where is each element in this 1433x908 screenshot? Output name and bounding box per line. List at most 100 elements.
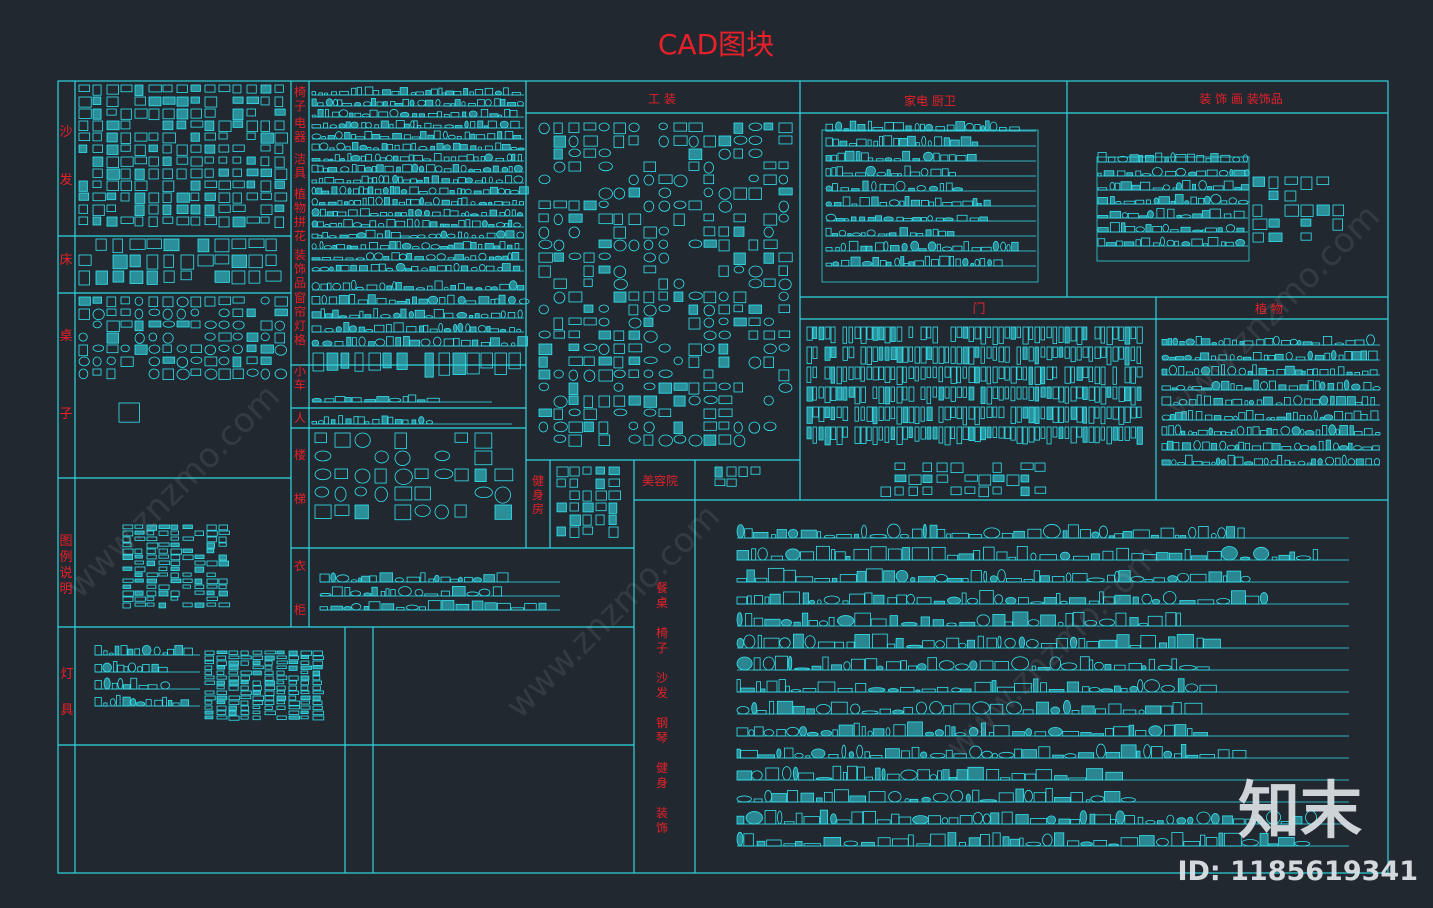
cad-symbol bbox=[718, 135, 732, 147]
cad-symbol bbox=[628, 187, 641, 198]
elevation-symbol bbox=[344, 132, 351, 140]
elevation-symbol bbox=[831, 167, 837, 177]
elevation-symbol bbox=[510, 342, 516, 347]
elevation-symbol bbox=[986, 637, 998, 649]
cad-symbol bbox=[884, 346, 890, 361]
cad-symbol bbox=[354, 468, 371, 484]
label-elevation-item: 装饰 bbox=[656, 806, 668, 835]
elevation-symbol bbox=[470, 121, 476, 129]
cad-symbol bbox=[163, 238, 180, 252]
elevation-symbol bbox=[1181, 744, 1187, 759]
elevation-symbol bbox=[452, 586, 466, 597]
elevation-symbol bbox=[484, 98, 492, 107]
elevation-symbol bbox=[886, 661, 901, 671]
cad-symbol bbox=[248, 254, 263, 269]
elevation-symbol bbox=[946, 637, 960, 649]
elevation-symbol bbox=[1065, 572, 1072, 583]
cad-symbol bbox=[434, 504, 449, 520]
elevation-symbol bbox=[469, 315, 474, 319]
cad-symbol bbox=[714, 466, 723, 478]
cad-symbol bbox=[938, 426, 944, 444]
cad-symbol bbox=[204, 710, 214, 715]
elevation-symbol bbox=[1246, 410, 1254, 421]
elevation-symbol bbox=[879, 202, 887, 207]
elevation-symbol bbox=[928, 815, 941, 825]
elevation-symbol bbox=[390, 589, 396, 597]
cad-symbol bbox=[872, 346, 878, 362]
elevation-symbol bbox=[1118, 570, 1131, 583]
cad-symbol bbox=[232, 120, 244, 128]
elevation-symbol bbox=[381, 143, 388, 151]
cad-symbol bbox=[288, 690, 299, 695]
elevation-symbol bbox=[1354, 372, 1360, 376]
elevation-symbol bbox=[475, 134, 486, 140]
cad-symbol bbox=[538, 369, 551, 380]
elevation-symbol bbox=[482, 177, 487, 184]
elevation-symbol bbox=[351, 87, 357, 96]
label-car: 小车 bbox=[294, 364, 306, 392]
cad-symbol bbox=[148, 216, 158, 227]
elevation-symbol bbox=[511, 251, 520, 261]
cad-symbol bbox=[628, 395, 641, 406]
elevation-symbol bbox=[828, 754, 839, 759]
cad-symbol bbox=[824, 346, 831, 361]
cad-symbol bbox=[778, 343, 790, 352]
elevation-symbol bbox=[992, 832, 1001, 847]
cad-symbol bbox=[374, 468, 387, 484]
elevation-symbol bbox=[457, 177, 466, 184]
elevation-symbol bbox=[1311, 342, 1320, 346]
elevation-symbol bbox=[470, 133, 476, 140]
elevation-symbol bbox=[969, 660, 978, 671]
cad-symbol bbox=[980, 366, 987, 382]
elevation-symbol bbox=[842, 771, 847, 781]
cad-symbol bbox=[162, 192, 172, 203]
cad-symbol bbox=[134, 156, 147, 165]
cad-symbol bbox=[314, 450, 332, 462]
cad-symbol bbox=[1070, 326, 1077, 342]
elevation-symbol bbox=[1354, 431, 1363, 436]
elevation-symbol bbox=[1137, 679, 1144, 693]
elevation-symbol bbox=[778, 679, 786, 693]
cad-symbol bbox=[232, 156, 242, 164]
elevation-symbol bbox=[408, 311, 414, 319]
elevation-symbol bbox=[929, 774, 938, 781]
elevation-symbol bbox=[473, 169, 482, 173]
elevation-symbol bbox=[311, 257, 321, 261]
elevation-symbol bbox=[927, 657, 937, 671]
cad-symbol bbox=[880, 486, 891, 498]
elevation-symbol bbox=[1252, 426, 1260, 436]
elevation-symbol bbox=[857, 766, 865, 781]
elevation-symbol bbox=[939, 183, 945, 192]
cad-symbol bbox=[134, 204, 145, 216]
elevation-symbol bbox=[311, 158, 321, 162]
elevation-symbol bbox=[1266, 810, 1281, 825]
elevation-symbol bbox=[1120, 797, 1136, 803]
elevation-symbol bbox=[518, 298, 530, 305]
elevation-symbol bbox=[915, 142, 920, 147]
elevation-symbol bbox=[1315, 429, 1321, 436]
cad-symbol bbox=[260, 204, 273, 215]
cad-symbol bbox=[148, 192, 160, 204]
cad-symbol bbox=[992, 486, 1002, 495]
elevation-symbol bbox=[134, 648, 140, 656]
elevation-symbol bbox=[872, 126, 883, 132]
elevation-symbol bbox=[876, 665, 884, 671]
cad-symbol bbox=[246, 120, 258, 133]
elevation-symbol bbox=[464, 256, 470, 261]
elevation-symbol bbox=[1122, 709, 1137, 715]
cad-symbol bbox=[1130, 346, 1136, 362]
cad-symbol bbox=[334, 504, 350, 516]
elevation-symbol bbox=[818, 620, 829, 627]
cad-symbol bbox=[608, 502, 618, 514]
elevation-symbol bbox=[931, 546, 946, 561]
elevation-symbol bbox=[943, 137, 950, 147]
elevation-symbol bbox=[1205, 158, 1212, 163]
lamp-table bbox=[204, 650, 325, 721]
painting-blocks bbox=[1252, 176, 1345, 243]
elevation-symbol bbox=[433, 336, 442, 347]
cad-symbol bbox=[170, 578, 182, 584]
cad-symbol bbox=[312, 660, 323, 666]
elevation-symbol bbox=[358, 326, 365, 333]
cad-symbol bbox=[998, 406, 1005, 419]
elevation-symbol bbox=[1213, 397, 1223, 406]
